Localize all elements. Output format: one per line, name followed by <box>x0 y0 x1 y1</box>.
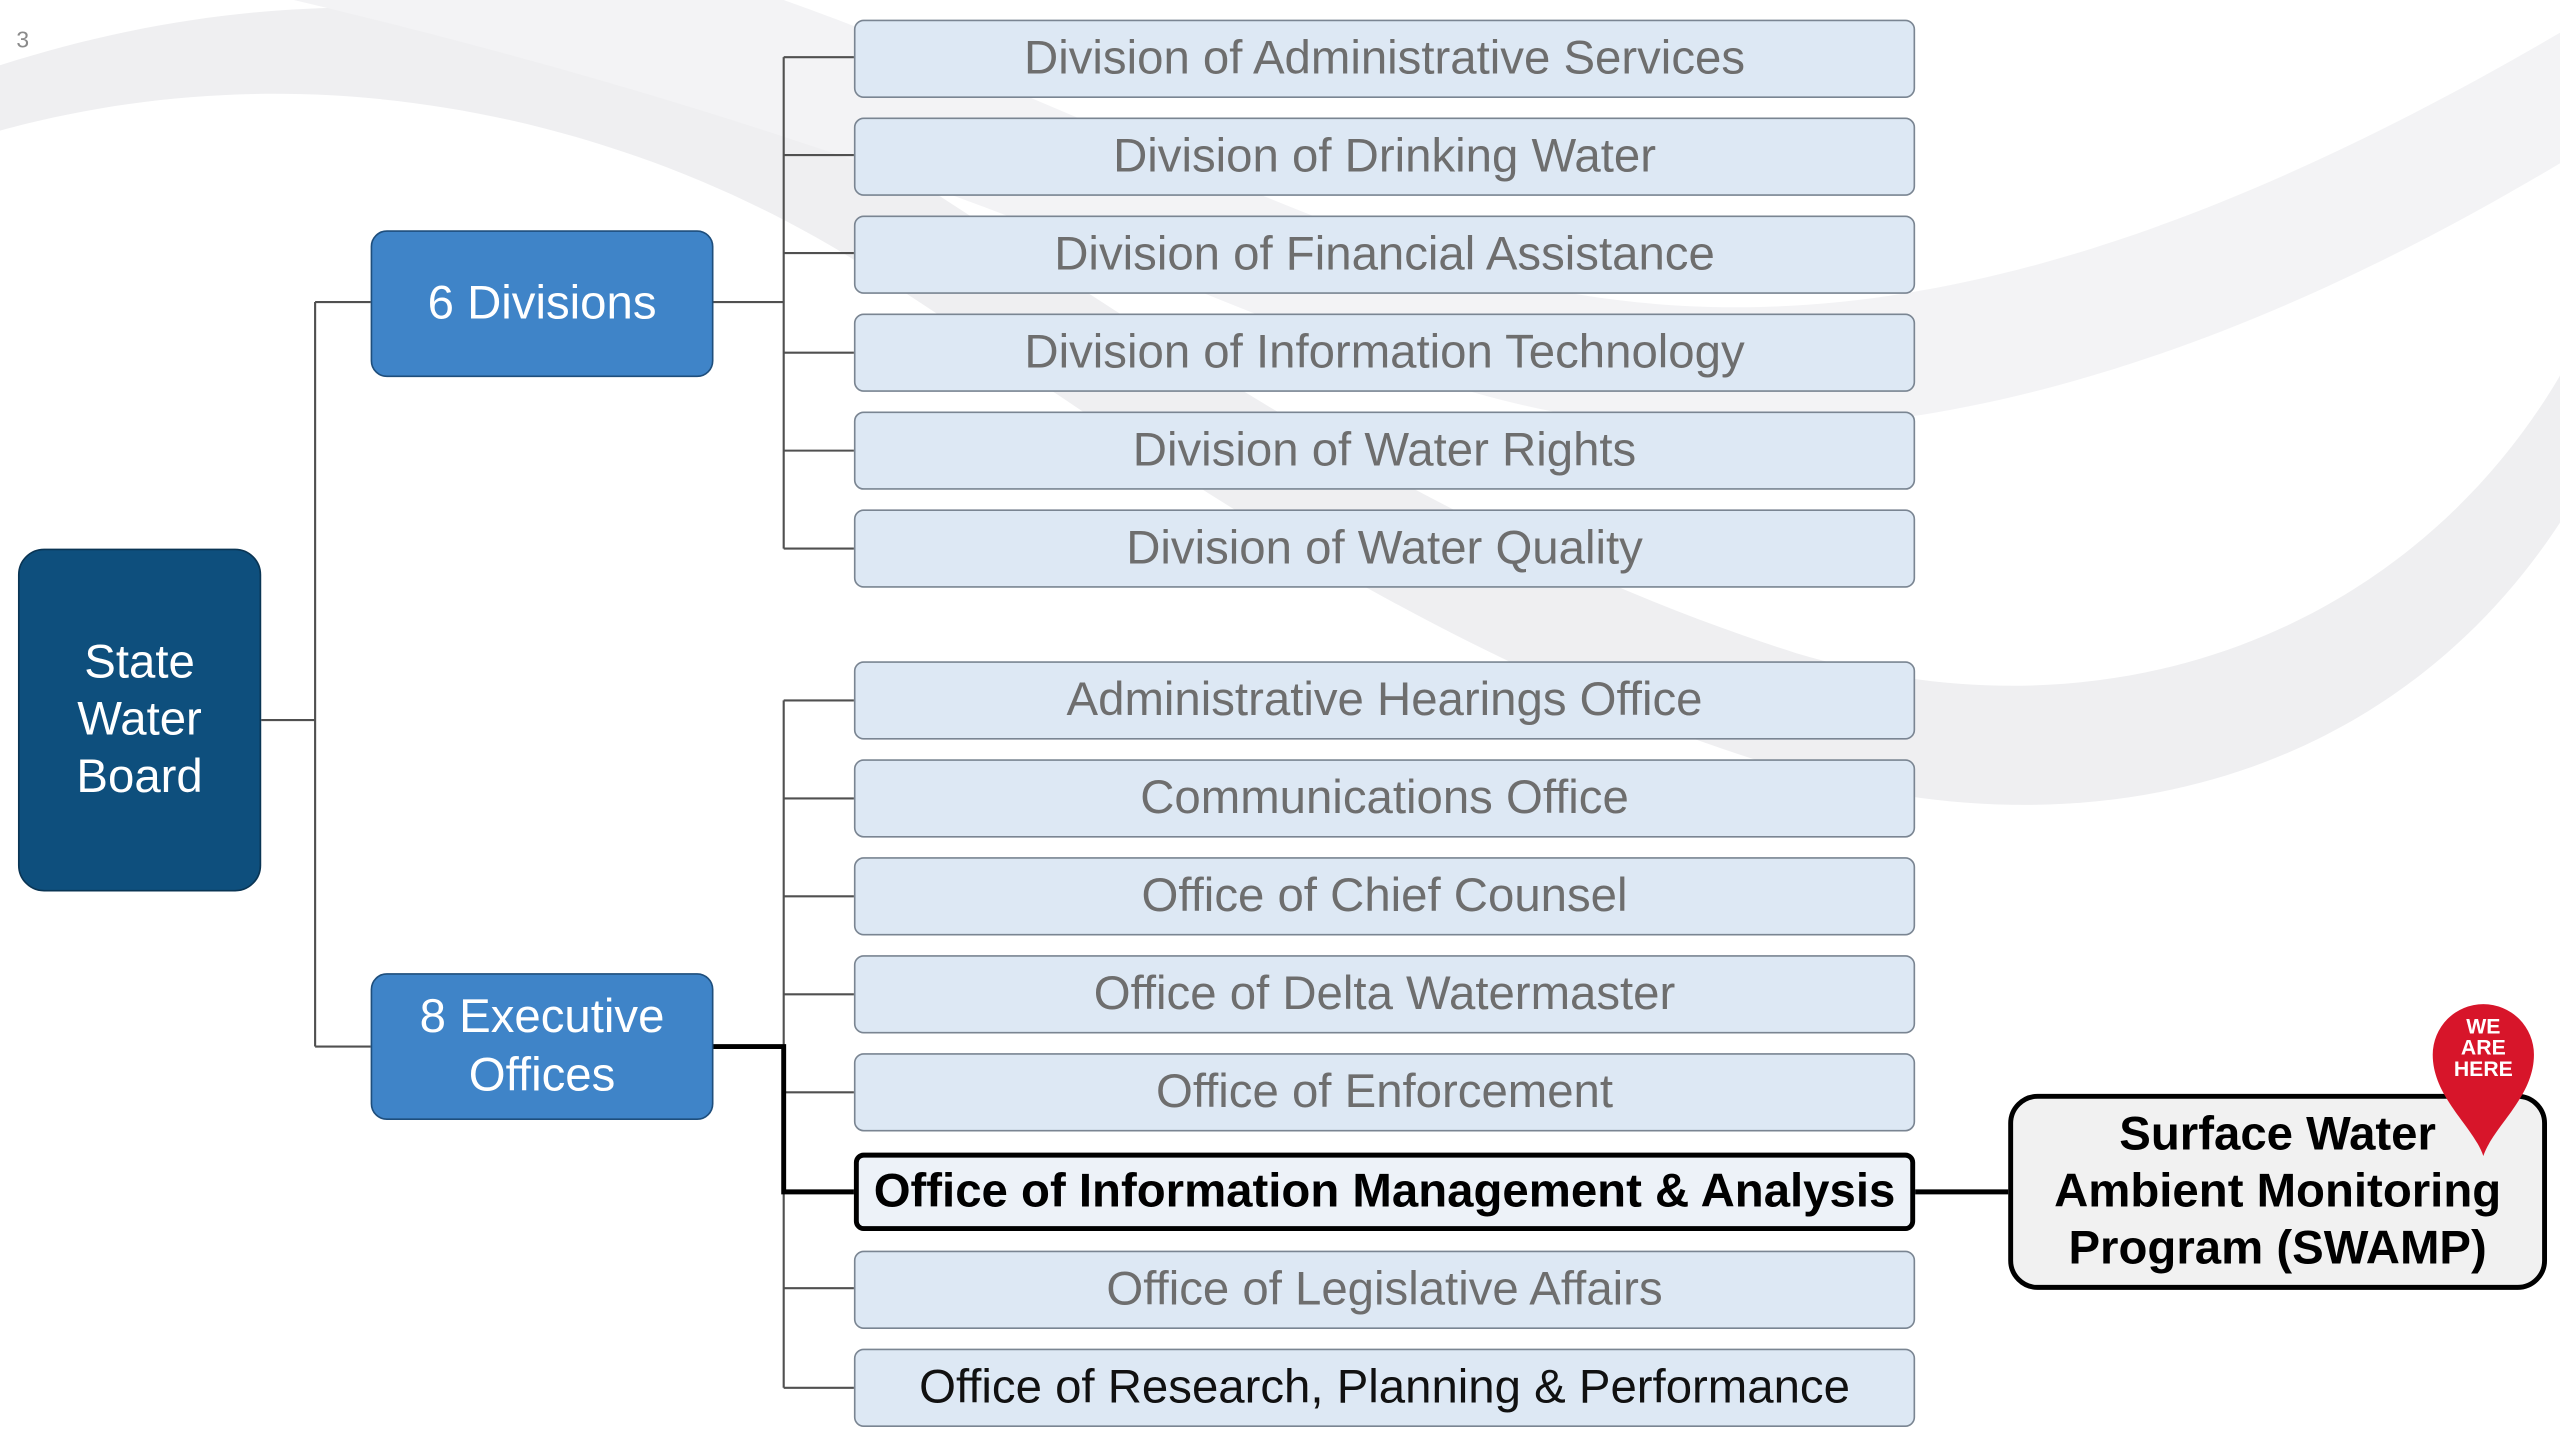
office-node: Office of Delta Watermaster <box>853 955 1916 1034</box>
root-label-line: State <box>84 635 195 689</box>
pin-label-line: HERE <box>2453 1056 2513 1081</box>
office-node: Office of Legislative Affairs <box>853 1250 1916 1330</box>
state-water-board-node: State Water Board <box>17 548 262 892</box>
division-node: Division of Financial Assistance <box>853 215 1916 294</box>
location-pin-icon <box>2432 1004 2534 1156</box>
office-node: Office of Research, Planning & Performan… <box>853 1348 1916 1427</box>
offices-group-label-line: 8 Executive <box>419 991 665 1044</box>
divisions-group-node: 6 Divisions <box>370 230 714 378</box>
division-node: Division of Information Technology <box>853 313 1916 392</box>
office-node: Administrative Hearings Office <box>853 661 1916 740</box>
offices-group-label-line: Offices <box>468 1049 616 1103</box>
root-label-line: Water <box>77 693 202 746</box>
division-node: Division of Administrative Services <box>853 19 1916 98</box>
office-node: Office of Chief Counsel <box>853 857 1916 936</box>
office-node: Office of Enforcement <box>853 1053 1916 1132</box>
root-label-line: Board <box>76 750 203 803</box>
program-label-line: Surface Water <box>2119 1107 2436 1161</box>
office-node: Communications Office <box>853 759 1916 838</box>
we-are-here-label: WE ARE HERE <box>2429 1016 2537 1080</box>
division-node: Division of Drinking Water <box>853 117 1916 196</box>
division-node: Division of Water Quality <box>853 509 1916 588</box>
page-number: 3 <box>16 26 30 53</box>
office-node-highlighted: Office of Information Management & Analy… <box>853 1152 1916 1232</box>
division-node: Division of Water Rights <box>853 411 1916 490</box>
swamp-program-node: Surface Water Ambient Monitoring Program… <box>2008 1093 2548 1290</box>
pin-label-line: ARE <box>2460 1035 2506 1060</box>
program-label-line: Program (SWAMP) <box>2068 1222 2487 1275</box>
executive-offices-group-node: 8 Executive Offices <box>370 973 714 1121</box>
program-label-line: Ambient Monitoring <box>2054 1164 2502 1218</box>
divisions-group-label: 6 Divisions <box>427 277 657 330</box>
pin-label-line: WE <box>2466 1013 2501 1039</box>
